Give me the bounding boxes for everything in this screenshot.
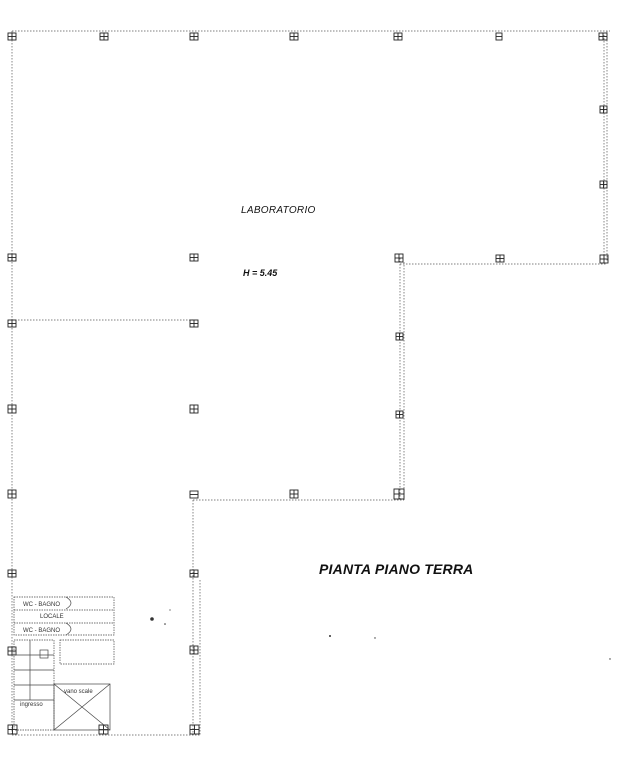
scan-marks <box>150 609 611 660</box>
pillar <box>599 254 609 264</box>
pillar <box>395 410 404 419</box>
pillar <box>393 32 403 41</box>
pillar <box>599 105 608 114</box>
pillar <box>395 332 404 341</box>
pillar <box>189 32 199 41</box>
pillar <box>289 32 299 41</box>
bathroom-label: WC - BAGNO <box>23 602 60 608</box>
bathroom-label: WC - BAGNO <box>23 628 60 634</box>
service-block <box>13 596 115 731</box>
pillar <box>598 32 608 41</box>
pillar <box>189 319 199 328</box>
pillar <box>189 645 199 655</box>
pillar <box>393 488 405 500</box>
pillars <box>7 32 609 735</box>
pillar <box>189 253 199 262</box>
pillar <box>7 724 18 735</box>
pillar <box>7 569 17 578</box>
drawing-title: PIANTA PIANO TERRA <box>319 561 474 577</box>
pillar <box>7 489 17 499</box>
pillar <box>495 32 503 41</box>
pillar <box>99 32 109 41</box>
pillar <box>189 404 199 414</box>
pillar <box>7 646 17 656</box>
small-room-label: LOCALE <box>40 614 64 620</box>
pillar <box>98 724 109 735</box>
pillar <box>289 489 299 499</box>
wall-lines <box>11 30 610 736</box>
pillar <box>189 724 200 735</box>
pillar <box>7 253 17 262</box>
pillar <box>394 253 404 263</box>
pillar <box>7 404 17 414</box>
pillar <box>7 32 17 41</box>
stair-label: vano scale <box>64 689 93 695</box>
pillar <box>189 569 199 578</box>
pillar <box>495 254 505 263</box>
pillar <box>7 319 17 328</box>
pillar <box>189 490 199 499</box>
ceiling-height-label: H = 5.45 <box>243 268 278 278</box>
pillar <box>599 180 608 189</box>
entrance-label: ingresso <box>20 702 43 708</box>
room-name-label: LABORATORIO <box>241 205 316 216</box>
